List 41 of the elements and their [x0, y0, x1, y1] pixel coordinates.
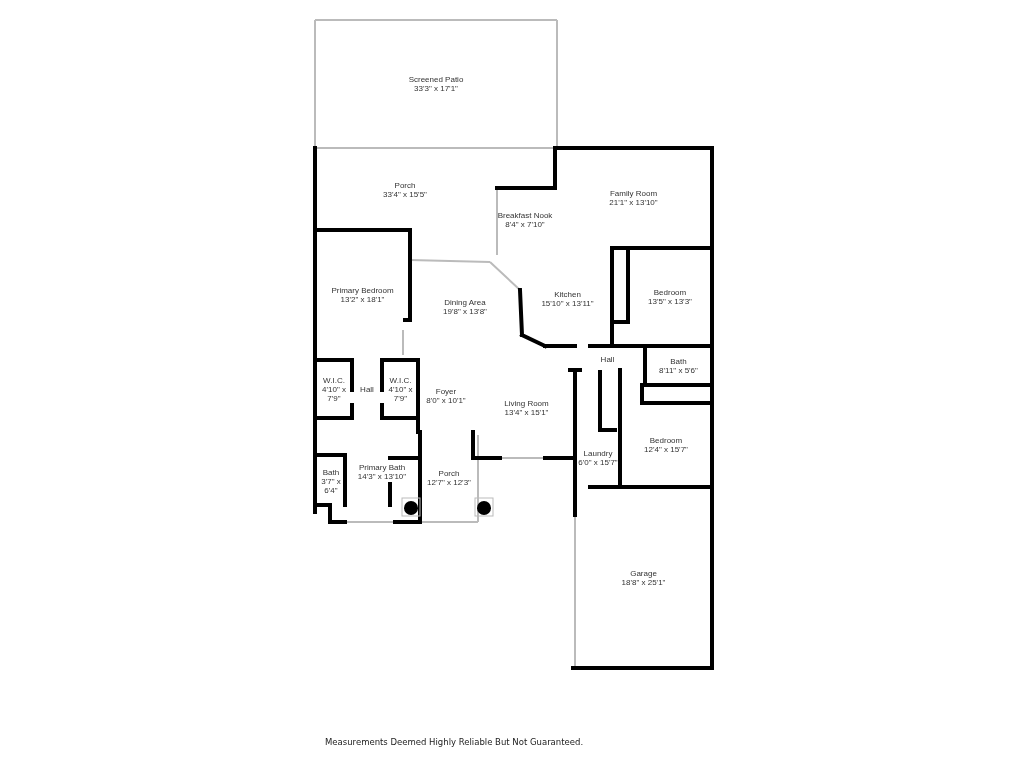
room-name: Family Room — [609, 189, 658, 198]
room-dimensions: 15'10" x 13'11" — [541, 299, 594, 308]
room-name: Porch — [438, 469, 460, 478]
room-name: Kitchen — [554, 290, 581, 299]
room-name: Hall — [360, 385, 374, 394]
room-name: Bedroom — [649, 436, 683, 445]
disclaimer-note: Measurements Deemed Highly Reliable But Not Guaranteed. — [325, 737, 584, 747]
room-name: Bath — [670, 357, 687, 366]
room-dimensions: 13'2" x 18'1" — [340, 295, 385, 304]
room-dimensions: 21'1" x 13'10" — [609, 198, 658, 207]
room-dimensions: 3'7" x 6'4" — [320, 476, 342, 495]
room-name: Foyer — [435, 387, 457, 396]
room-name: Bedroom — [653, 288, 687, 297]
room-name: Laundry — [583, 448, 613, 458]
room-name: Hall — [600, 354, 615, 364]
room-dimensions: 6'0" x 15'7" — [578, 457, 618, 467]
room-dimensions: 8'11" x 5'6" — [659, 366, 698, 375]
room-dimensions: 13'4" x 15'1" — [504, 407, 549, 417]
room-dimensions: 19'8" x 13'8" — [443, 307, 487, 316]
room-dimensions: 33'4" x 15'5" — [383, 190, 427, 199]
room-name: Breakfast Nook — [497, 211, 553, 220]
room-name: Garage — [630, 568, 657, 578]
room-dimensions: 8'4" x 7'10" — [505, 220, 545, 229]
room-dimensions: 18'8" x 25'1" — [621, 577, 666, 587]
room-dimensions: 4'10" x 7'9" — [321, 385, 347, 403]
room-name: Living Room — [504, 398, 549, 408]
room-dimensions: 12'7" x 12'3" — [427, 478, 471, 487]
room-dimensions: 13'5" x 13'3" — [648, 297, 692, 306]
room-name: W.I.C. — [323, 376, 345, 385]
room-dimensions: 8'0" x 10'1" — [426, 396, 466, 405]
room-name: Primary Bath — [358, 463, 406, 472]
room-name: W.I.C. — [389, 376, 412, 385]
room-name: Primary Bedroom — [331, 286, 394, 295]
room-dimensions: 14'3" x 13'10" — [357, 472, 407, 481]
room-dimensions: 12'4" x 15'7" — [644, 445, 688, 454]
room-name: Dining Area — [444, 298, 486, 307]
room-name: Porch — [394, 181, 416, 190]
room-name: Bath — [322, 467, 340, 477]
room-dimensions: 33'3" x 17'1" — [414, 84, 458, 93]
room-dimensions: 4'10" x 7'9" — [387, 385, 414, 403]
room-name: Screened Patio — [408, 75, 464, 84]
